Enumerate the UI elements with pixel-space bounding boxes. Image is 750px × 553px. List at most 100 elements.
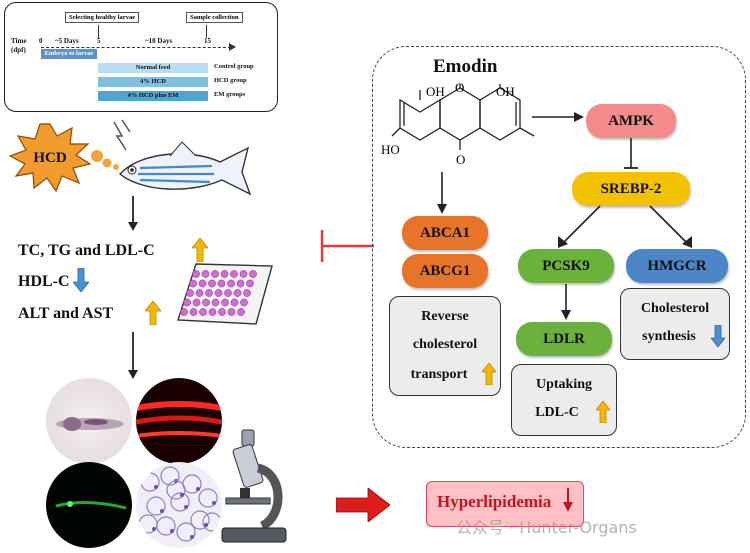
outcome-box: Hyperlipidemia — [426, 481, 584, 527]
uptake-line-2: LDL-C — [535, 405, 579, 420]
time-axis-unit: (dpf) — [11, 46, 26, 54]
plate-well — [205, 289, 213, 297]
ldlr-node: LDLR — [516, 322, 612, 356]
pcsk9-node: PCSK9 — [518, 249, 614, 283]
reverse-line-2: cholesterol — [412, 337, 478, 352]
hmgcr-node: HMGCR — [626, 249, 728, 283]
plate-well — [192, 298, 201, 307]
well-plate-icon — [177, 263, 273, 325]
cell-nucleus — [196, 487, 200, 491]
embryo-stage-bar: Embryo to larvae — [41, 49, 97, 59]
cell-nucleus — [212, 501, 216, 505]
plate-well — [227, 308, 236, 316]
ldl-uptake-box: Uptaking LDL-C — [511, 364, 617, 436]
plate-well — [189, 279, 197, 288]
cell-nucleus — [180, 493, 184, 497]
hcd-fish-illustration: HCD — [8, 119, 252, 196]
plate-well — [246, 279, 254, 288]
sample-pointer — [206, 25, 207, 38]
emodin-structure — [391, 84, 535, 150]
down-arrow-icon — [711, 325, 725, 347]
tick-10-days: ~10 Days — [145, 37, 173, 45]
plate-well — [199, 308, 207, 316]
cell-nucleus — [190, 535, 194, 539]
tick-5: 5 — [97, 37, 101, 45]
plate-well — [220, 270, 229, 278]
outcome-label: Hyperlipidemia — [437, 492, 552, 511]
food-pellet-large — [91, 150, 103, 162]
plate-well — [224, 289, 232, 297]
em-feed-bar: 4% HCD plus EM — [98, 91, 208, 101]
abcg1-node: ABCG1 — [402, 254, 488, 288]
hdl-finding: HDL-C — [18, 273, 70, 290]
plate-well — [240, 298, 248, 307]
microscope-icon — [221, 429, 287, 543]
down-arrow-icon — [563, 488, 573, 512]
up-arrow-icon — [192, 238, 208, 262]
selecting-larvae-label: Selecting healthy larvae — [65, 12, 140, 23]
tick-5-days: ~5 Days — [55, 37, 79, 45]
em-group-label: EM groups — [214, 91, 246, 98]
plate-well — [233, 289, 242, 297]
arrow-to-ampk — [532, 112, 584, 122]
time-axis-line — [41, 47, 231, 48]
green-fluorescence-image — [46, 462, 132, 548]
plate-well — [214, 289, 223, 297]
adipocyte-cell — [166, 480, 186, 500]
adipocyte-cell — [146, 496, 166, 516]
control-group-label: Control group — [214, 63, 254, 70]
plate-well — [208, 279, 216, 288]
plate-well — [227, 279, 235, 288]
cell-nucleus — [170, 529, 174, 533]
sample-collection-label: Sample collection — [186, 12, 243, 23]
cell-nucleus — [204, 523, 208, 527]
adipocyte-cell — [170, 492, 190, 512]
arrow-to-ldlr — [561, 284, 571, 320]
adipocyte-cell — [190, 510, 210, 530]
plate-well — [239, 270, 248, 278]
up-arrow-icon — [482, 363, 496, 385]
hcd-label: HCD — [33, 150, 67, 166]
srebp2-branch-arrows — [558, 205, 692, 248]
plate-well — [192, 270, 200, 278]
cell-nucleus — [160, 509, 164, 513]
lipids-finding: TC, TG and LDL-C — [18, 242, 155, 259]
plate-well — [201, 270, 210, 278]
ampk-node: AMPK — [586, 104, 676, 138]
plate-well — [202, 298, 210, 307]
plate-well — [195, 289, 204, 297]
ho-left-label: HO — [381, 142, 400, 157]
watermark: 公众号 · Hunter-Organs — [456, 518, 637, 537]
plate-well — [183, 298, 191, 307]
reverse-line-3: transport — [410, 367, 468, 382]
plate-well — [198, 279, 207, 288]
lightning-icon-2 — [121, 119, 131, 133]
cell-nucleus — [154, 485, 158, 489]
cell-nucleus — [184, 505, 188, 509]
synth-line-1: Cholesterol — [640, 301, 710, 316]
result-arrow — [336, 488, 390, 522]
plate-well — [237, 308, 245, 316]
plate-well — [230, 298, 239, 307]
experiment-timeline-panel: Selecting healthy larvae Sample collecti… — [4, 2, 278, 112]
plate-well — [211, 270, 219, 278]
adipocyte-cell — [176, 522, 196, 542]
selecting-pointer — [98, 25, 99, 38]
arrow-to-abca1 — [437, 172, 447, 214]
carbonyl-top-label: O — [455, 80, 465, 95]
time-axis-label: Time — [11, 37, 27, 45]
down-arrow-1 — [128, 196, 138, 231]
plate-well — [217, 279, 226, 288]
plate-well — [208, 308, 217, 316]
food-pellet-small — [113, 164, 119, 170]
larva-stain-image — [46, 378, 132, 464]
red-fluorescence-image — [136, 378, 222, 464]
tick-0: 0 — [39, 37, 43, 45]
liver-enzyme-finding: ALT and AST — [18, 305, 114, 322]
plate-well — [180, 308, 188, 316]
reverse-line-1: Reverse — [421, 309, 469, 324]
abca1-node: ABCA1 — [402, 216, 488, 250]
cell-nucleus — [152, 527, 156, 531]
plate-well — [230, 270, 238, 278]
histology-image — [136, 462, 222, 548]
